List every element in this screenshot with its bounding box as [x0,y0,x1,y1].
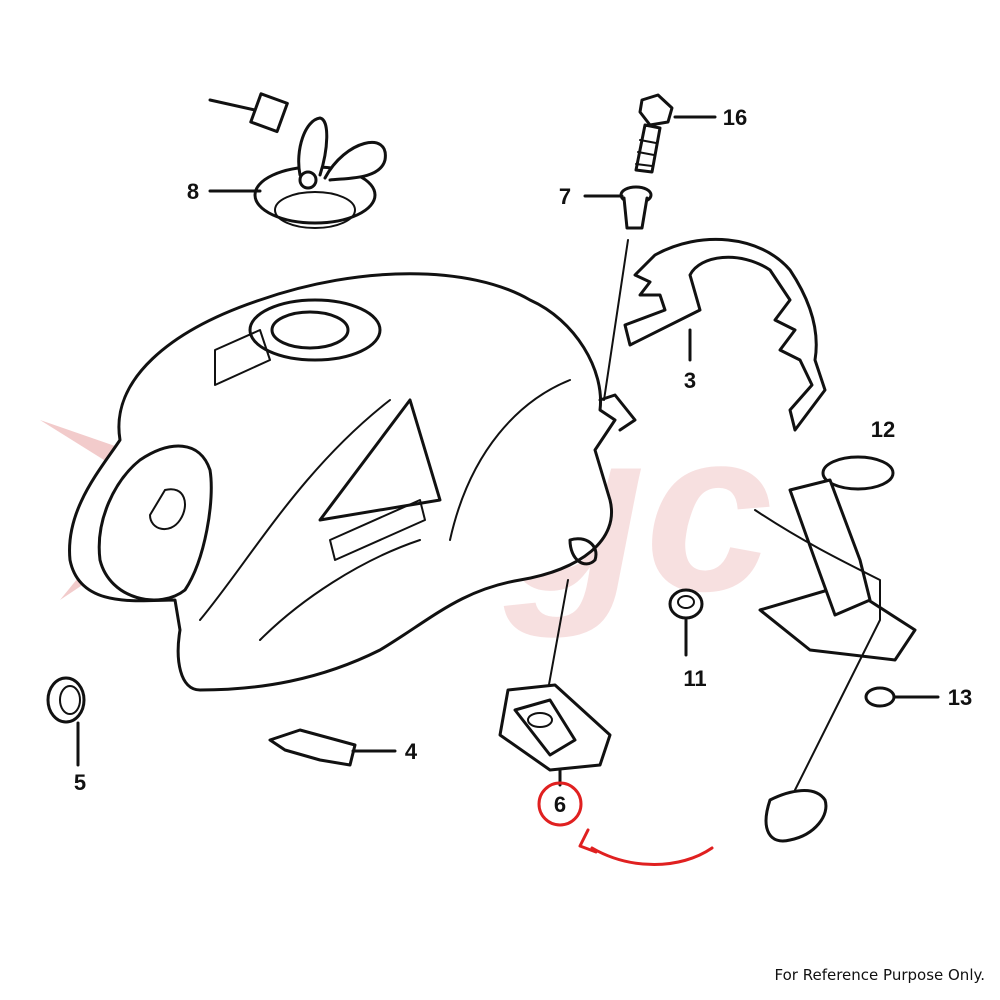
rubber-mount[interactable] [498,579,612,772]
callout-16[interactable]: 16 [723,105,747,130]
cap-nut[interactable] [864,686,896,708]
fuel-pump[interactable] [754,455,917,843]
rubber-bushing[interactable] [46,676,86,724]
rubber-pad[interactable] [268,728,357,767]
callout-4[interactable]: 4 [405,739,418,764]
highlight-circle [537,781,583,827]
grommet[interactable] [668,588,704,620]
reference-note: For Reference Purpose Only. [775,966,985,984]
collar[interactable] [603,185,653,401]
callout-5[interactable]: 5 [74,770,86,795]
fuel-tank [68,272,637,692]
fuel-cap[interactable] [208,92,387,229]
callout-6[interactable]: 6 [554,792,566,817]
callout-12[interactable]: 12 [871,417,895,442]
arrow-head-icon [578,828,598,854]
tank-bracket[interactable] [623,237,827,432]
o-ring [821,455,895,491]
callout-7[interactable]: 7 [559,184,571,209]
bolt[interactable] [634,93,674,174]
callout-3[interactable]: 3 [684,368,696,393]
callout-13[interactable]: 13 [948,685,972,710]
callout-8[interactable]: 8 [187,179,199,204]
callout-11[interactable]: 11 [683,666,706,691]
highlight-arrow [590,846,714,866]
highlighted-callout: 6 [537,781,714,866]
